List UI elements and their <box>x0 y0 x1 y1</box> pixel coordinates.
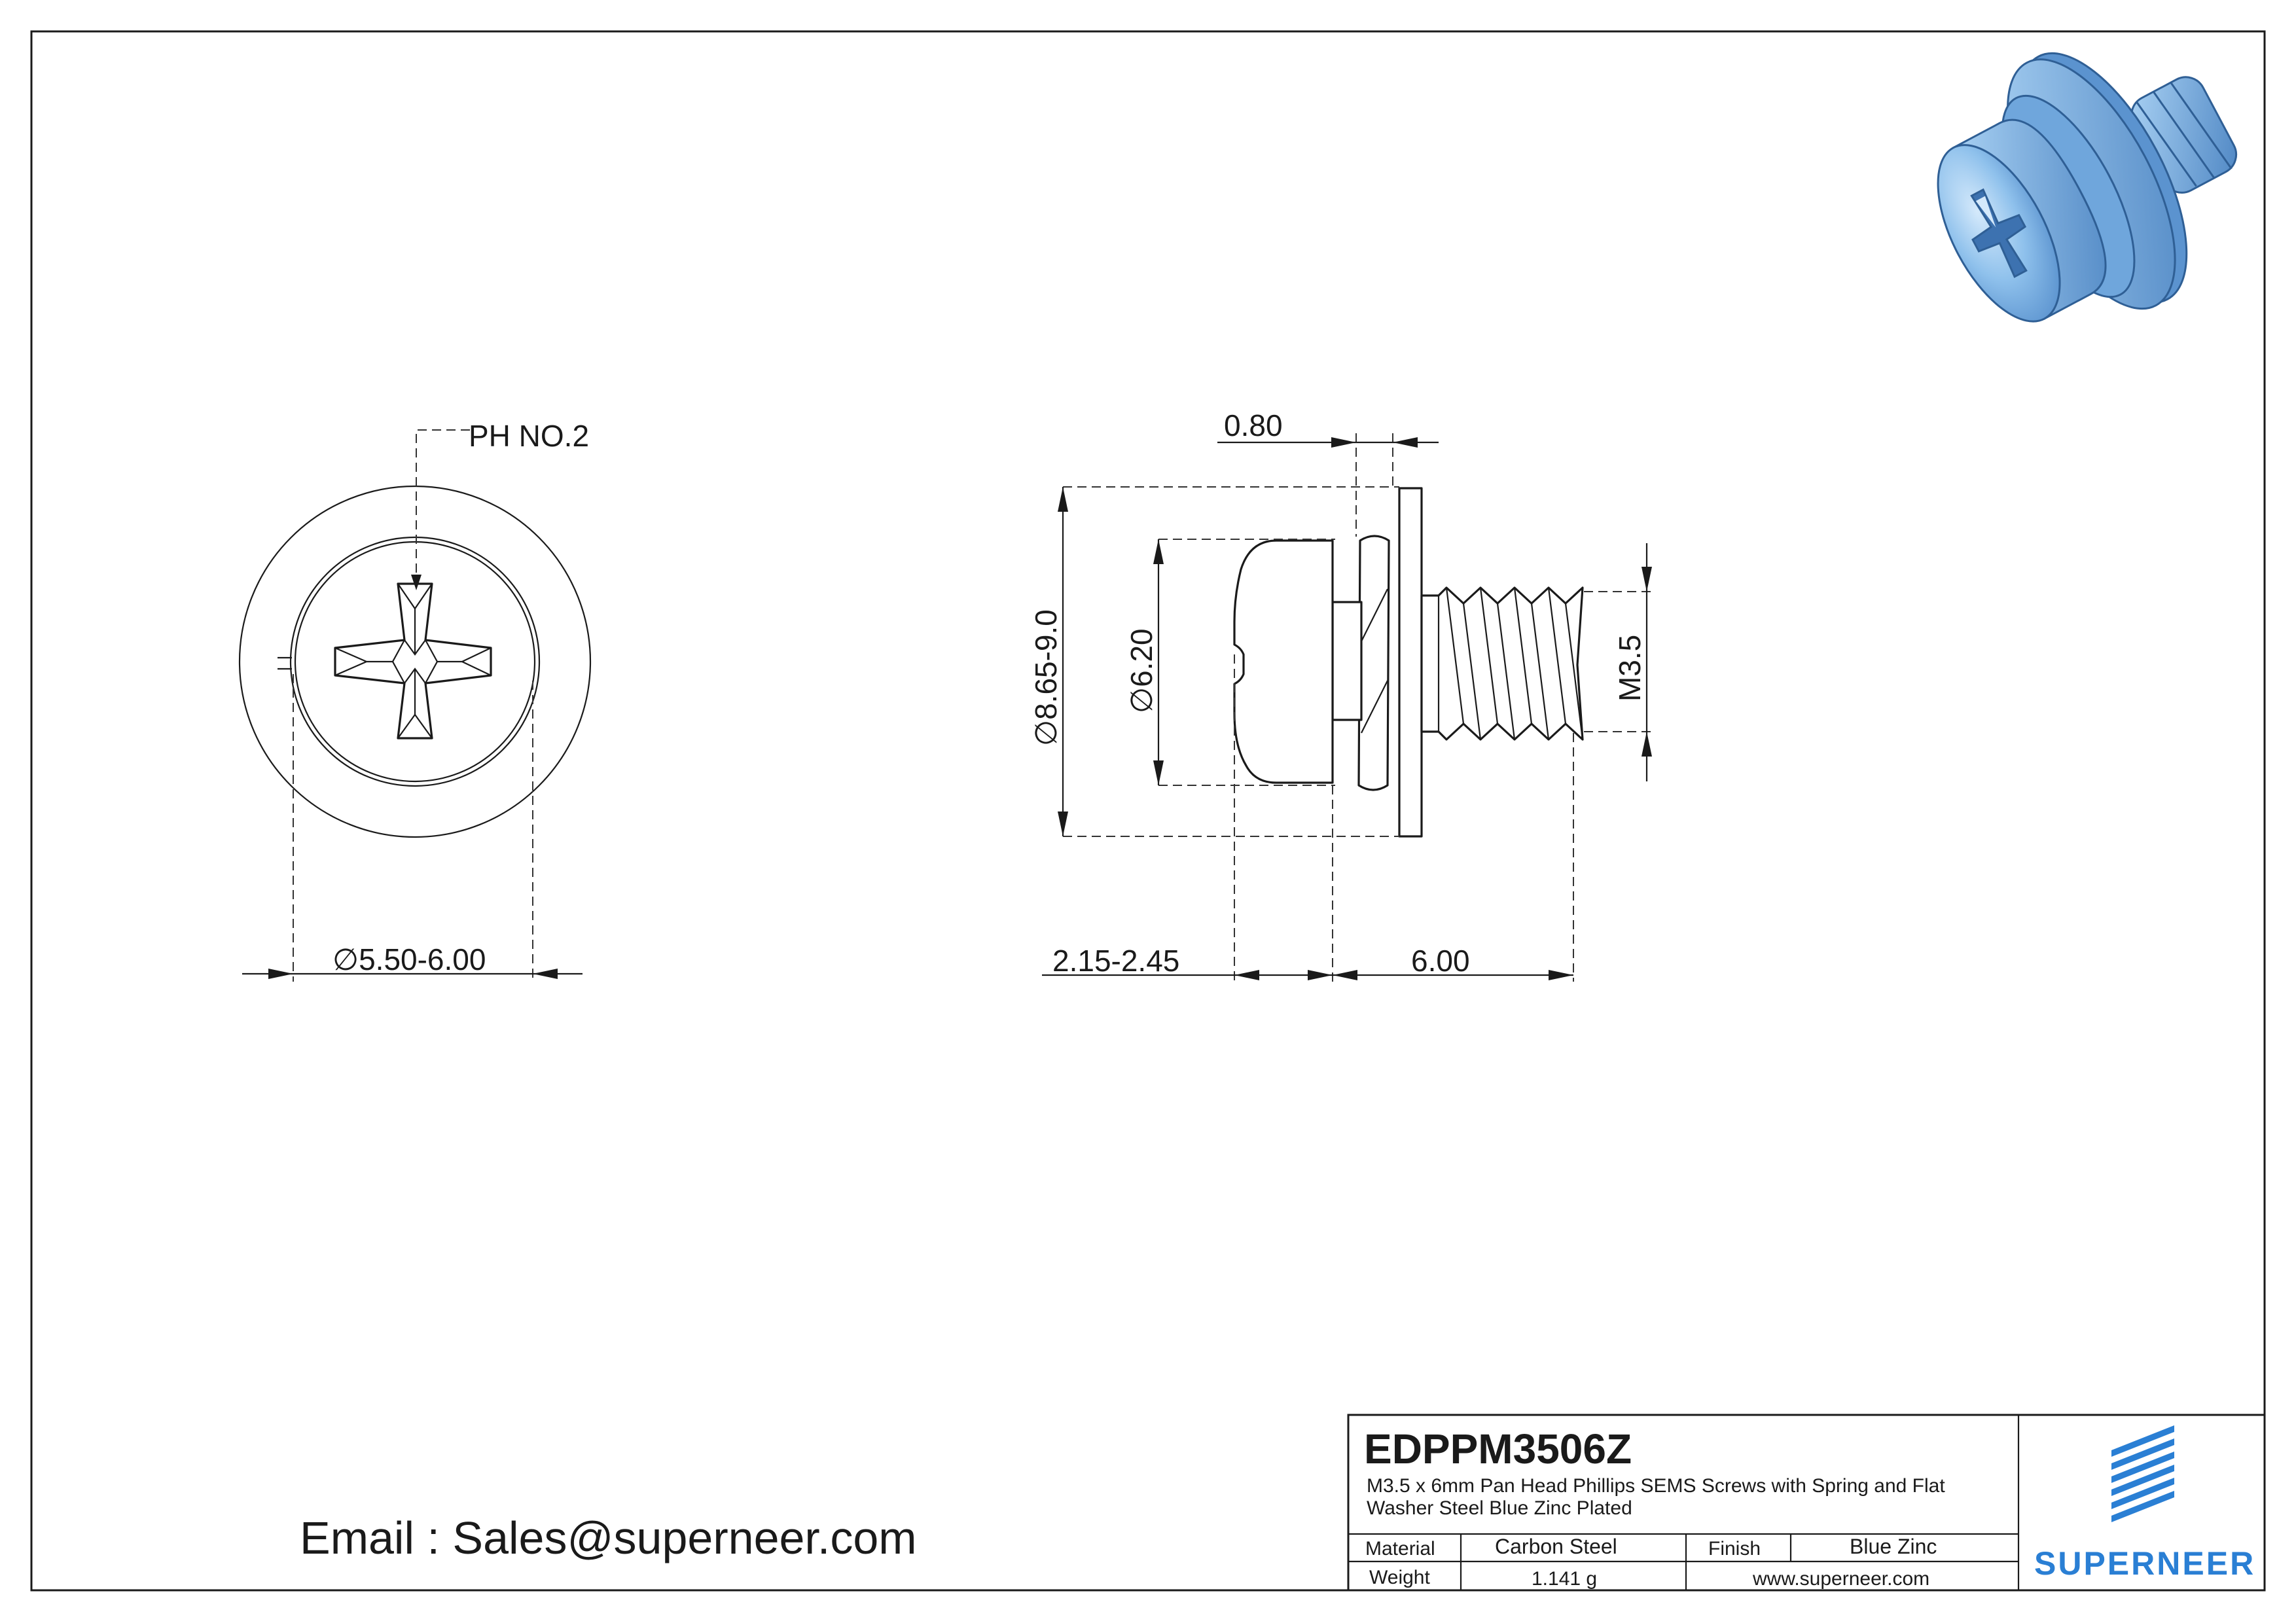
side-view: 0.80 ∅8.65-9.0 ∅6.20 M3.5 2.15-2.45 6.00 <box>1029 408 1656 982</box>
finish-value: Blue Zinc <box>1850 1535 1937 1558</box>
head-height-label: 2.15-2.45 <box>1052 944 1179 978</box>
front-view: PH NO.2 ∅5.50-6.00 <box>238 419 592 982</box>
phillips-recess <box>334 582 492 740</box>
contact-email: Email : Sales@superneer.com <box>300 1512 917 1563</box>
head-outline-circle <box>289 536 541 787</box>
logo-stripes-icon <box>2111 1425 2174 1522</box>
superneer-logo: SUPERNEER <box>2034 1425 2255 1582</box>
thread <box>1420 586 1584 741</box>
weight-label: Weight <box>1369 1567 1430 1588</box>
front-head-diameter-label: ∅5.50-6.00 <box>332 942 486 976</box>
weight-value: 1.141 g <box>1532 1568 1597 1590</box>
part-number: EDPPM3506Z <box>1364 1425 1632 1472</box>
spring-washer <box>1357 535 1390 791</box>
length-label: 6.00 <box>1411 944 1470 978</box>
material-value: Carbon Steel <box>1495 1535 1617 1558</box>
washer-outline-circle <box>238 485 592 838</box>
washer-diameter-label: ∅8.65-9.0 <box>1029 609 1063 746</box>
thread-size-label: M3.5 <box>1613 635 1647 702</box>
head-inner-circle <box>294 541 536 783</box>
head-diameter-label: ∅6.20 <box>1124 628 1158 713</box>
logo-text: SUPERNEER <box>2034 1545 2255 1582</box>
drawing-border <box>30 30 2266 1592</box>
pan-head <box>1233 539 1334 784</box>
washer-thickness-label: 0.80 <box>1224 408 1283 442</box>
drive-type-label: PH NO.2 <box>469 419 589 453</box>
screw-3d-render <box>1937 52 2238 323</box>
description-line-1: M3.5 x 6mm Pan Head Phillips SEMS Screws… <box>1367 1475 1945 1497</box>
material-label: Material <box>1365 1538 1435 1560</box>
finish-label: Finish <box>1708 1538 1761 1560</box>
website-link[interactable]: www.superneer.com <box>1752 1568 1929 1590</box>
title-block: EDPPM3506Z M3.5 x 6mm Pan Head Phillips … <box>1347 1414 2266 1592</box>
flat-washer <box>1398 487 1423 838</box>
description-line-2: Washer Steel Blue Zinc Plated <box>1367 1497 1632 1519</box>
